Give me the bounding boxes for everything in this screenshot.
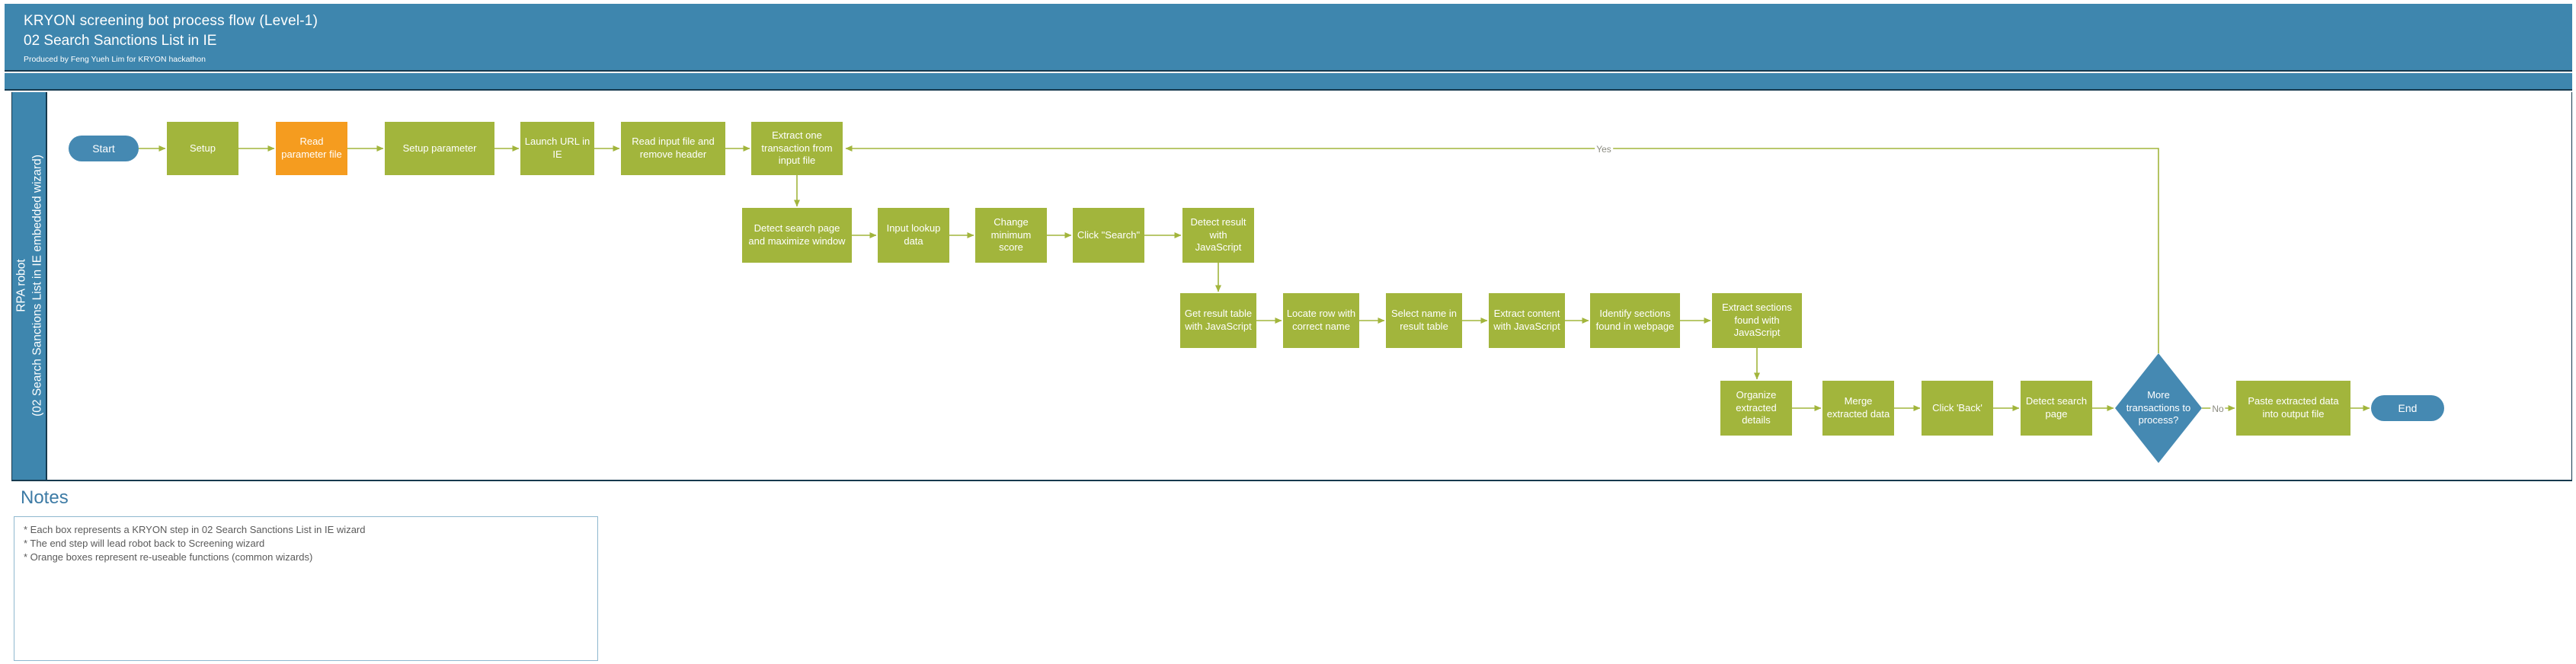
- notes-heading: Notes: [21, 487, 69, 508]
- node-select-name: Select name in result table: [1386, 293, 1462, 348]
- node-click-back: Click 'Back': [1922, 381, 1993, 436]
- page-title: KRYON screening bot process flow (Level-…: [24, 13, 318, 29]
- node-read-parameter-file: Read parameter file: [276, 122, 347, 175]
- node-extract-sections-js: Extract sections found with JavaScript: [1712, 293, 1802, 348]
- note-item: * Each box represents a KRYON step in 02…: [24, 524, 366, 535]
- notes-box: * Each box represents a KRYON step in 02…: [14, 516, 598, 661]
- node-paste-extracted-data: Paste extracted data into output file: [2236, 381, 2350, 436]
- node-input-lookup-data: Input lookup data: [878, 208, 949, 263]
- node-read-input-file: Read input file and remove header: [621, 122, 725, 175]
- node-identify-sections: Identify sections found in webpage: [1590, 293, 1680, 348]
- edge-label-no: No: [2210, 404, 2226, 414]
- note-item: * The end step will lead robot back to S…: [24, 538, 265, 550]
- header-band: KRYON screening bot process flow (Level-…: [5, 4, 2572, 72]
- node-detect-search-page: Detect search page: [2021, 381, 2092, 436]
- node-merge-extracted-data: Merge extracted data: [1822, 381, 1894, 436]
- node-get-result-table-js: Get result table with JavaScript: [1180, 293, 1256, 348]
- connector-yes-loop: [845, 145, 2159, 353]
- node-change-minimum-score: Change minimum score: [975, 208, 1047, 263]
- node-locate-row: Locate row with correct name: [1283, 293, 1359, 348]
- page-subtitle: 02 Search Sanctions List in IE: [24, 33, 217, 49]
- node-organize-extracted-details: Organize extracted details: [1720, 381, 1792, 436]
- swimlane-label-strip: RPA robot (02 Search Sanctions List in I…: [12, 92, 47, 480]
- header-spacer-band: [5, 73, 2572, 91]
- node-click-search: Click "Search": [1073, 208, 1144, 263]
- node-setup-parameter: Setup parameter: [385, 122, 494, 175]
- note-item: * Orange boxes represent re-useable func…: [24, 551, 313, 563]
- byline: Produced by Feng Yueh Lim for KRYON hack…: [24, 55, 206, 64]
- node-end: End: [2371, 395, 2444, 421]
- node-launch-url-in-ie: Launch URL in IE: [520, 122, 594, 175]
- node-setup: Setup: [167, 122, 238, 175]
- node-detect-search-page-maximize: Detect search page and maximize window: [742, 208, 852, 263]
- edge-label-yes: Yes: [1595, 144, 1613, 155]
- node-detect-result-js: Detect result with JavaScript: [1182, 208, 1254, 263]
- node-extract-content-js: Extract content with JavaScript: [1489, 293, 1565, 348]
- node-extract-one-transaction: Extract one transaction from input file: [751, 122, 843, 175]
- node-start: Start: [69, 136, 139, 161]
